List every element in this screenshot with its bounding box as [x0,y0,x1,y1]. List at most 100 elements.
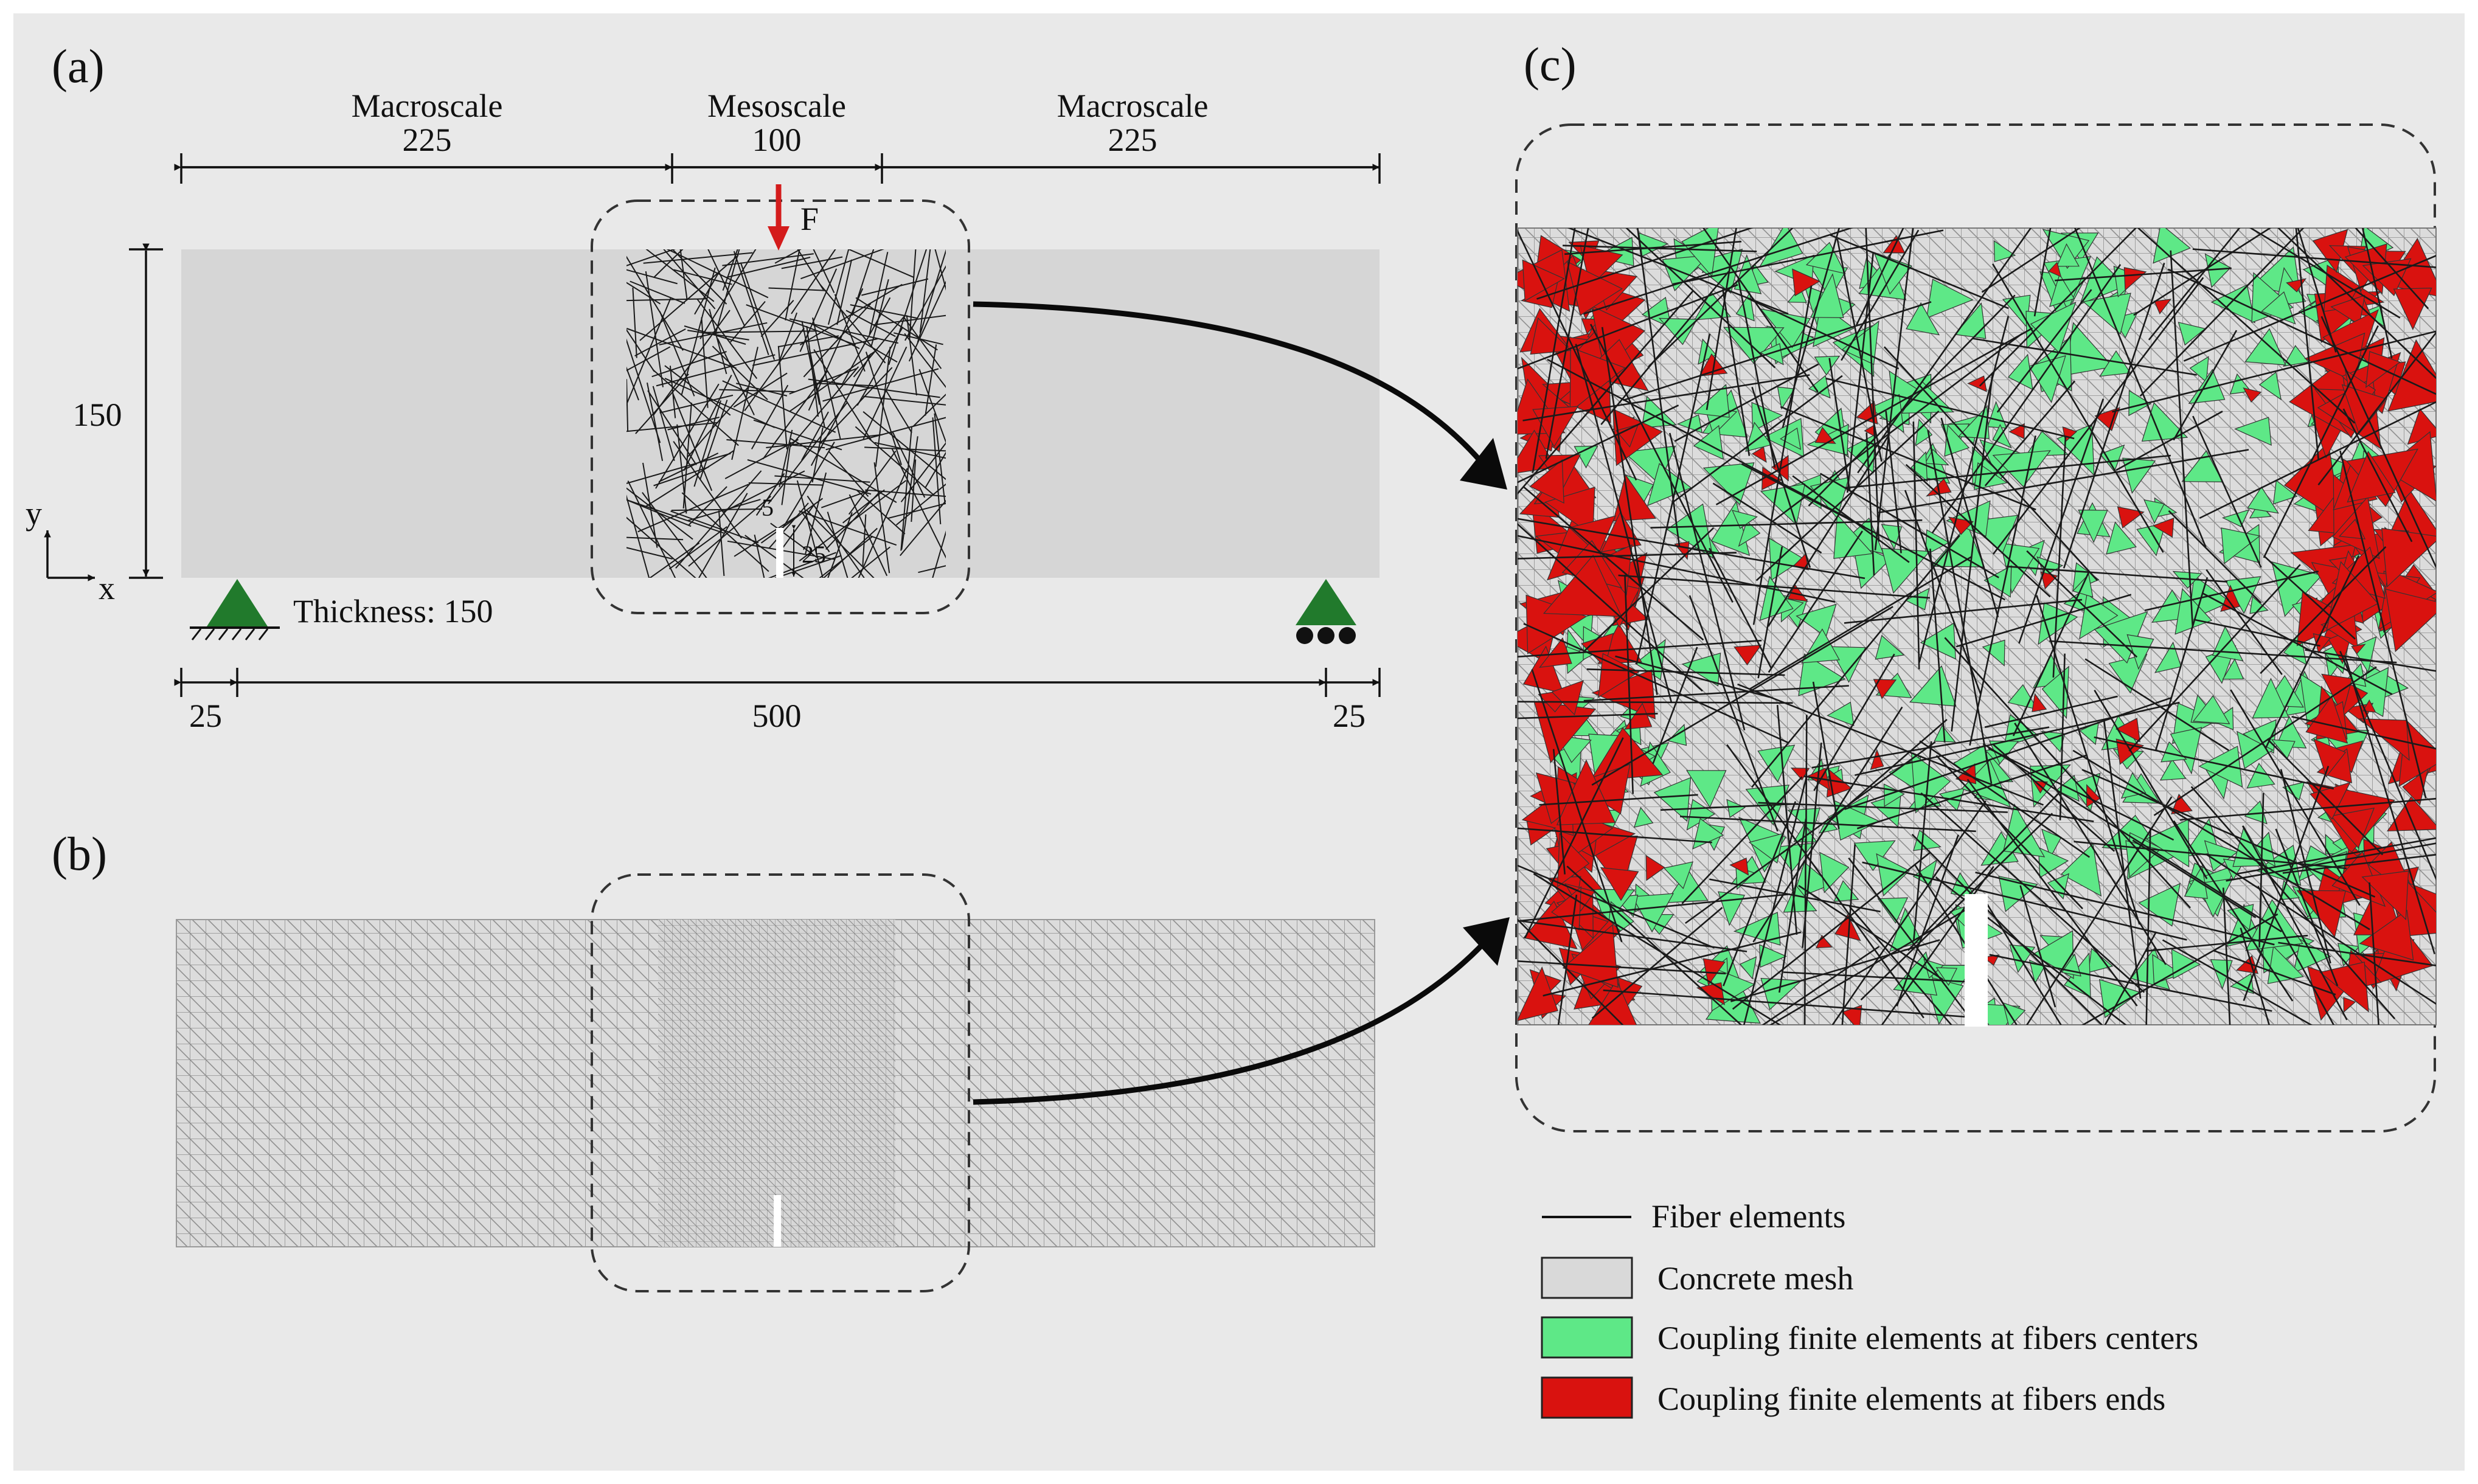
fiber-segment [694,271,720,315]
coupling-center-element [2154,641,2182,673]
coupling-end-element [2296,890,2346,938]
coupling-center-element [2192,695,2230,724]
fiber-segment [653,466,709,487]
fiber-segment [1518,713,1658,719]
fiber-segment [2223,887,2231,1025]
fiber-segment [803,303,872,378]
fiber-segment [748,482,824,486]
coupling-center-element [1833,880,1859,902]
coupling-end-element [2243,387,2262,403]
fiber-segment [2192,415,2262,568]
zoom-arrow-head-bottom [1463,917,1510,966]
fiber-segment [626,379,629,431]
fiber-segment [853,315,906,378]
fiber-segment [1688,595,1779,832]
legend-concrete-label: Concrete mesh [1657,1260,1853,1297]
fiber-segment [2128,564,2301,752]
panel-a: (a) Macroscale 225 Mesoscale 100 Macrosc… [26,40,1381,734]
fiber-segment [813,249,835,293]
fiber-segment [2295,228,2319,460]
coupling-center-element [1877,897,1909,924]
fiber-segment [886,390,912,434]
fiber-segment [760,300,794,338]
coupling-end-element [1612,408,1663,466]
fiber-segment [1518,552,1737,560]
fiber-segment [842,489,885,524]
coupling-center-element [1681,228,1719,277]
fiber-segment [688,499,761,521]
fiber-segment [626,499,692,527]
fiber-segment [785,249,800,321]
fiber-segment [2320,316,2436,569]
coupling-center-element [1805,241,1846,274]
fiber-segment [1545,228,1589,459]
coupling-center-element [2283,345,2310,367]
fiber-segment [645,249,715,302]
coupling-center-element [1906,302,1940,336]
fiber-segment [2153,666,2377,816]
fiber-segment [626,255,684,351]
fiber-segment [843,330,898,363]
notch-height-label: 25 [802,541,826,568]
coupling-center-element [2079,593,2119,640]
fiber-segment [932,417,942,524]
coupling-center-element [1828,646,1866,683]
fiber-segment [1904,490,1982,694]
fiber-segment [1680,816,1976,833]
fiber-segment [747,459,872,495]
fiber-segment [2192,248,2436,268]
fiber-segment [740,262,776,360]
fiber-segment [2275,828,2339,986]
coupling-center-element [1726,799,1746,819]
fiber-segment [699,400,728,480]
fiber-segment [1855,701,2180,776]
fiber-segment [1981,228,2081,293]
fiber-segment [722,253,814,266]
fiber-segment [799,268,838,352]
fiber-segment [856,326,904,406]
fiber-segment [1625,228,1776,369]
coupling-center-element [2272,479,2298,505]
coupling-center-element [2136,522,2167,556]
coupling-end-element [1792,268,1821,297]
fiber-segment [2339,651,2436,881]
fiber-segment [789,318,899,344]
coupling-end-element [1600,511,1642,553]
coupling-center-element [1983,565,2012,598]
fiber-segment [1518,920,1747,952]
fiber-segment [2257,886,2335,1025]
fiber-segment [699,249,757,339]
fiber-segment [2183,255,2436,362]
roller-support-icon [1296,579,1356,644]
fiber-segment [1668,432,1746,731]
fiber-segment [1982,743,2282,933]
dim-height [129,243,163,579]
coupling-end-element [2048,262,2062,278]
fiber-segment [1865,432,1875,576]
coupling-center-element [1759,343,1784,366]
fiber-segment [1732,852,1931,1010]
fiber-segment [1896,834,1959,1007]
coupling-center-element [1723,327,1785,364]
coupling-center-element [1982,639,2005,667]
fiber-segment [822,368,939,402]
fiber-segment [2199,401,2436,519]
coupling-center-element [2232,825,2268,867]
fiber-segment [845,310,896,338]
coupling-center-element [1853,840,1896,872]
coupling-end-element [2008,423,2025,440]
coupling-end-element [1624,702,1653,730]
fiber-segment [2139,228,2305,397]
fiber-segment [693,400,721,487]
fiber-segment [2025,796,2173,1025]
fiber-segment [768,402,848,505]
coupling-end-element [1529,459,1564,504]
fiber-segment [637,484,749,533]
fiber-segment [1586,668,1785,676]
fiber-segment [865,352,902,465]
fiber-segment [851,249,875,316]
fiber-segment [1685,741,1936,924]
fiber-segment [659,311,695,397]
fiber-segment [1566,865,1743,1025]
coupling-center-element [2221,509,2250,527]
